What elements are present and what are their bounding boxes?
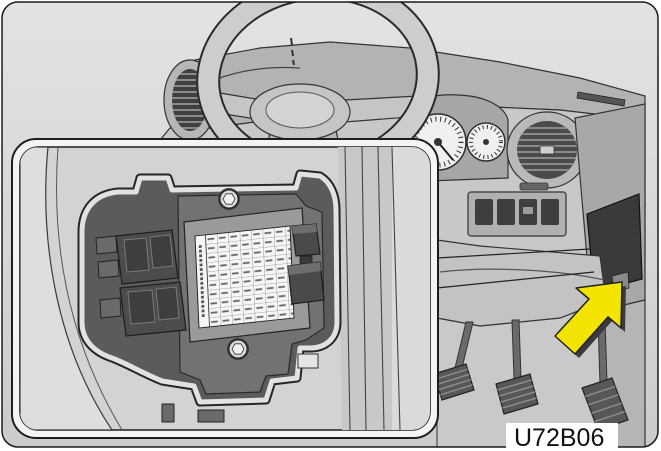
clutch-pedal-pad (433, 363, 475, 401)
accelerator-pedal-pad (581, 377, 629, 431)
relay-lower-right-top (288, 262, 321, 275)
inset-trim-panel (20, 147, 114, 430)
inset-trim-edge (55, 147, 123, 430)
inset-pillar-lines (344, 147, 401, 430)
accelerator-pedal (581, 319, 629, 431)
lower-dashboard-groove (439, 268, 605, 281)
relay-upper-left-block-a (123, 237, 150, 273)
instrument-hood-edge (213, 66, 301, 81)
panel-slot-bottom (197, 409, 225, 423)
bottom-bolt-head (231, 343, 245, 355)
switch-3-symbol (523, 207, 533, 214)
fuse-label-vertical-print (198, 244, 206, 319)
connector-tab-2 (97, 259, 120, 279)
top-bolt-head (222, 193, 236, 205)
switch-panel (467, 191, 567, 237)
clutch-pedal-ribs (435, 368, 473, 396)
figure-code: U72B06 (514, 424, 604, 451)
location-arrow-body (554, 281, 623, 355)
figure-code-box (506, 423, 618, 451)
speedometer-hub (434, 138, 442, 146)
defroster-grille (576, 91, 626, 107)
bottom-mounting-bolt (227, 338, 249, 360)
switch-4 (541, 199, 559, 225)
fuse-label-grid (205, 225, 295, 327)
left-vent-slats (172, 73, 208, 129)
tachometer-hub (483, 139, 489, 145)
switch-1 (475, 199, 493, 225)
speedometer-ticks (412, 116, 464, 168)
switch-2 (497, 199, 515, 225)
fuse-box-label (194, 225, 295, 329)
relay-lower-left-block-a (127, 289, 156, 325)
inset-pillar (338, 147, 400, 430)
panel-slot-left (161, 403, 175, 423)
tachometer-ticks (469, 125, 503, 159)
hazard-switch (519, 182, 549, 191)
inset-content (20, 147, 430, 430)
top-mounting-bolt (218, 188, 240, 210)
fuse-box-detail-inset (11, 138, 439, 439)
clutch-pedal (433, 321, 475, 401)
relay-lower-left-block-b (155, 286, 180, 321)
connector-tab-1 (95, 235, 118, 255)
relay-upper-left-block-b (149, 234, 174, 269)
fuse-label-divider (205, 234, 210, 327)
center-vent-knob (539, 145, 555, 155)
location-arrow (554, 281, 626, 358)
relay-upper-right-top (292, 224, 317, 234)
brake-pedal (495, 319, 539, 415)
column-marks (290, 37, 295, 66)
inset-side-wall (392, 147, 430, 430)
horn-pad (265, 91, 335, 129)
callout-lines (436, 248, 595, 289)
brake-pedal-arm (511, 319, 522, 379)
panel-slot-right (297, 353, 319, 369)
connector-tab-3 (99, 297, 122, 319)
brake-pedal-pad (495, 373, 539, 415)
center-air-vent (506, 111, 588, 189)
brake-pedal-ribs (497, 379, 537, 409)
accelerator-pedal-ribs (584, 385, 626, 423)
